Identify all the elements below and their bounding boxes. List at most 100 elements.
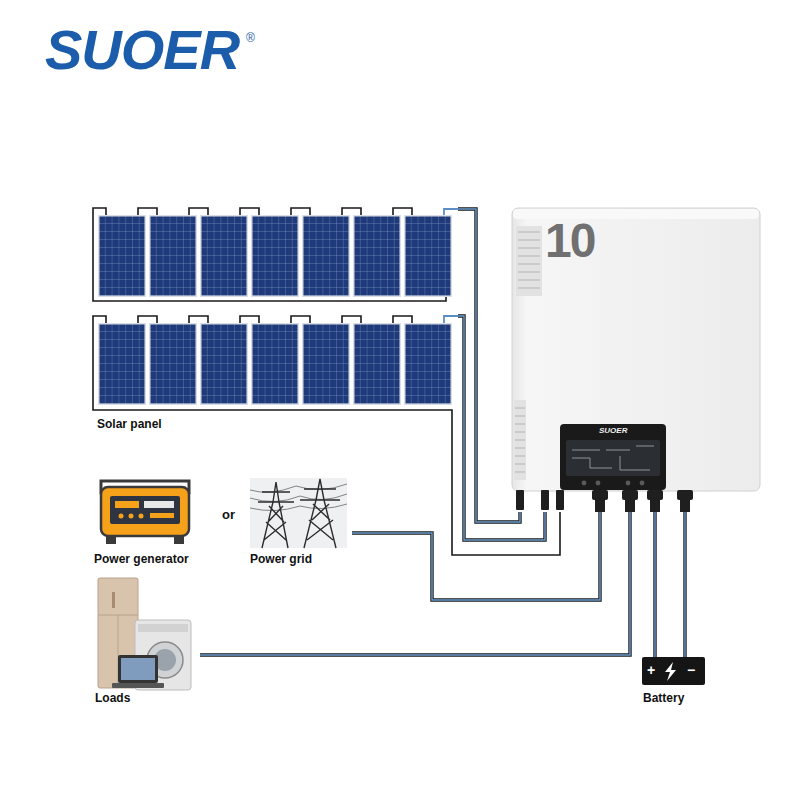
cable-outline xyxy=(458,209,520,522)
inverter-display xyxy=(560,424,666,490)
inverter-ports xyxy=(677,490,693,500)
pv-wiring xyxy=(93,208,446,301)
inverter-display xyxy=(566,440,660,476)
power-grid-icon xyxy=(250,484,347,511)
loads-icon xyxy=(98,578,191,690)
cable xyxy=(200,512,630,655)
battery-icon xyxy=(642,657,705,685)
node-label: 10 xyxy=(545,217,594,265)
solar-panel-icon xyxy=(200,323,248,405)
solar-panel-icon xyxy=(353,215,401,297)
inverter-body xyxy=(518,232,540,288)
pv-positive-stub xyxy=(444,209,458,215)
inverter-body xyxy=(516,226,542,296)
loads-icon xyxy=(121,658,155,680)
node-label: Battery xyxy=(643,692,684,706)
inverter-ports xyxy=(516,490,693,512)
cable xyxy=(458,316,545,540)
node-label: Loads xyxy=(95,692,130,706)
cable xyxy=(655,512,656,657)
generator-icon xyxy=(139,514,144,519)
cable-core xyxy=(200,512,630,655)
power-grid-icon xyxy=(258,482,294,548)
inverter-body xyxy=(514,400,526,480)
inverter-display xyxy=(596,481,601,486)
solar-panel-icon xyxy=(149,215,197,297)
inverter-body xyxy=(513,209,759,219)
pv-wiring xyxy=(93,208,560,555)
inverter-ports xyxy=(556,490,564,510)
inverter-display xyxy=(582,481,587,486)
generator-icon xyxy=(110,496,180,524)
inverter-ports xyxy=(541,490,549,510)
battery-icon xyxy=(642,657,705,685)
generator-icon xyxy=(150,513,174,518)
solar-panel-icon xyxy=(302,215,350,297)
power-grid-icon xyxy=(250,478,347,548)
solar-panel-icon xyxy=(149,323,197,405)
pv-wiring xyxy=(138,316,412,323)
cable-core xyxy=(684,512,685,657)
node-label: SUOER xyxy=(599,427,627,435)
inverter-ports xyxy=(516,490,524,510)
power-grid-icon xyxy=(300,479,340,548)
cable xyxy=(685,512,686,657)
cable-core xyxy=(458,209,520,522)
inverter-ports xyxy=(622,490,638,500)
cable xyxy=(352,512,600,600)
inverter-body xyxy=(512,208,760,491)
battery-icon xyxy=(665,662,676,681)
or-text: or xyxy=(222,508,235,521)
solar-panel-icon xyxy=(98,323,146,405)
solar-panel-icon xyxy=(98,215,146,297)
solar-panel-icon xyxy=(98,215,452,405)
solar-panel-icon xyxy=(251,323,299,405)
solar-panel-icon xyxy=(353,323,401,405)
cable-outline xyxy=(653,512,656,657)
node-label: Power grid xyxy=(250,553,312,567)
cable xyxy=(458,209,520,522)
generator-icon xyxy=(101,481,189,544)
cable-core xyxy=(352,512,600,600)
cable-core xyxy=(654,512,655,657)
inverter-box: 10SUOER xyxy=(505,200,767,512)
registered-mark: ® xyxy=(246,32,255,44)
battery-box: Battery xyxy=(638,657,710,708)
pv-positive-stub xyxy=(444,316,458,323)
cable-outline xyxy=(352,512,600,600)
loads-icon xyxy=(118,655,158,683)
generator-icon xyxy=(174,536,184,544)
cable-outline xyxy=(458,316,545,540)
generator-icon xyxy=(115,501,139,508)
loads-icon xyxy=(112,683,164,688)
cable-outline xyxy=(200,512,630,655)
grid-box: Power grid xyxy=(248,474,352,569)
generator-icon xyxy=(119,514,124,519)
brand-logo: SUOER xyxy=(45,22,239,78)
node-label: Solar panel xyxy=(97,418,162,432)
solar-panel-icon xyxy=(200,215,248,297)
node-label: Power generator xyxy=(94,553,189,567)
inverter-ports xyxy=(650,500,660,512)
inverter-body xyxy=(512,208,760,491)
solar-panel-icon xyxy=(404,215,452,297)
generator-icon xyxy=(144,501,174,508)
generator-icon xyxy=(101,487,189,536)
inverter-ports xyxy=(680,500,690,512)
inverter-body xyxy=(515,408,525,472)
solar-panel-icon xyxy=(251,215,299,297)
loads-icon xyxy=(112,592,115,608)
inverter-ports xyxy=(592,490,608,500)
inverter-ports xyxy=(595,500,605,512)
pv-wiring xyxy=(138,208,412,215)
generator-box: Power generator xyxy=(94,474,206,569)
solar-panel-group: Solar panel xyxy=(90,200,458,440)
loads-icon xyxy=(138,624,188,632)
generator-icon xyxy=(129,514,134,519)
power-grid-icon xyxy=(250,478,347,548)
inverter-ports xyxy=(647,490,663,500)
